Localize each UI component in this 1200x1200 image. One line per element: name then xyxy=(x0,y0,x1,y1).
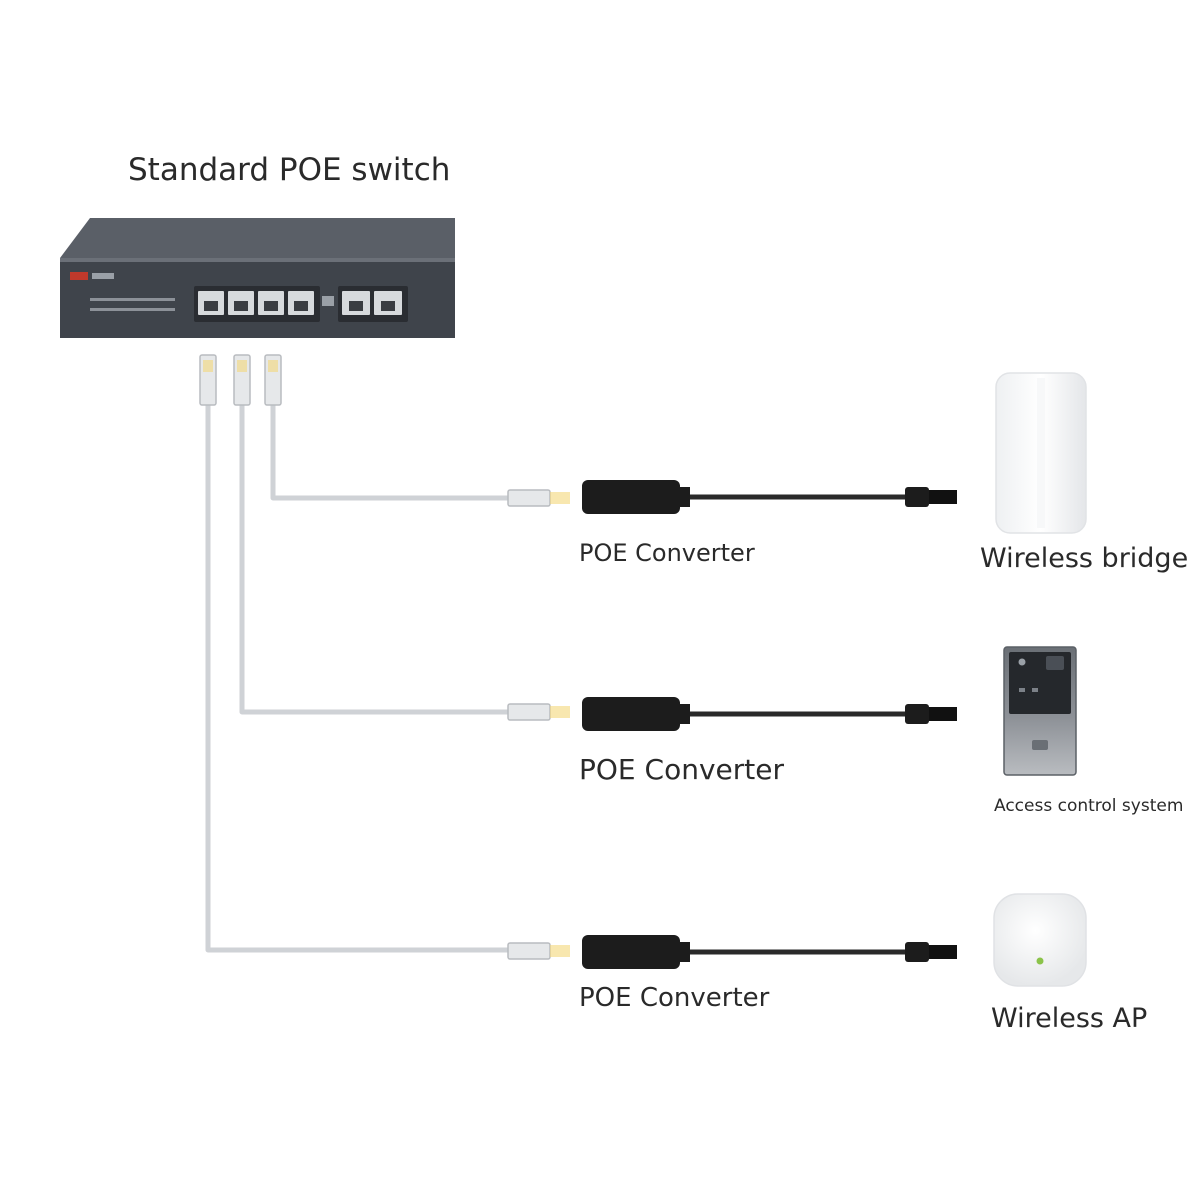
poe-converter-icon xyxy=(582,480,680,514)
poe-converter-icon xyxy=(582,935,680,969)
branch-3 xyxy=(507,893,1087,987)
poe-switch xyxy=(60,218,455,338)
patch-cable-2 xyxy=(239,405,515,715)
converter-label: POE Converter xyxy=(579,753,784,786)
patch-cable-1 xyxy=(270,405,515,501)
device-label-access-control: Access control system xyxy=(994,796,1184,816)
converter-label: POE Converter xyxy=(579,539,755,567)
switch-top-panel xyxy=(60,218,455,258)
device-label-wireless-ap: Wireless AP xyxy=(991,1003,1148,1034)
branch-2 xyxy=(507,646,1077,776)
rj45-plug-icon xyxy=(233,354,251,406)
rj45-plug-icon xyxy=(507,489,570,507)
patch-cable-3 xyxy=(205,405,515,953)
rj45-plug-icon xyxy=(507,703,570,721)
patch-cables xyxy=(205,405,515,953)
branch-1 xyxy=(507,372,1087,534)
dc-plug-icon xyxy=(905,704,929,724)
switch-port-group-uplink xyxy=(338,286,408,322)
wireless-bridge-icon xyxy=(995,372,1087,534)
switch-title: Standard POE switch xyxy=(128,152,451,188)
dc-plug-icon xyxy=(905,942,929,962)
wireless-ap-icon xyxy=(993,893,1087,987)
device-label-wireless-bridge: Wireless bridge xyxy=(980,543,1189,574)
rj45-plug-icon xyxy=(199,354,217,406)
converter-label: POE Converter xyxy=(579,983,770,1013)
poe-converter-icon xyxy=(582,697,680,731)
access-control-icon xyxy=(1003,646,1077,776)
rj45-plug-icon xyxy=(507,942,570,960)
switch-port-group-poe xyxy=(194,286,320,322)
switch-logo-icon xyxy=(70,272,88,280)
switch-rj45-plugs xyxy=(199,354,282,406)
rj45-plug-icon xyxy=(264,354,282,406)
dc-plug-icon xyxy=(905,487,929,507)
